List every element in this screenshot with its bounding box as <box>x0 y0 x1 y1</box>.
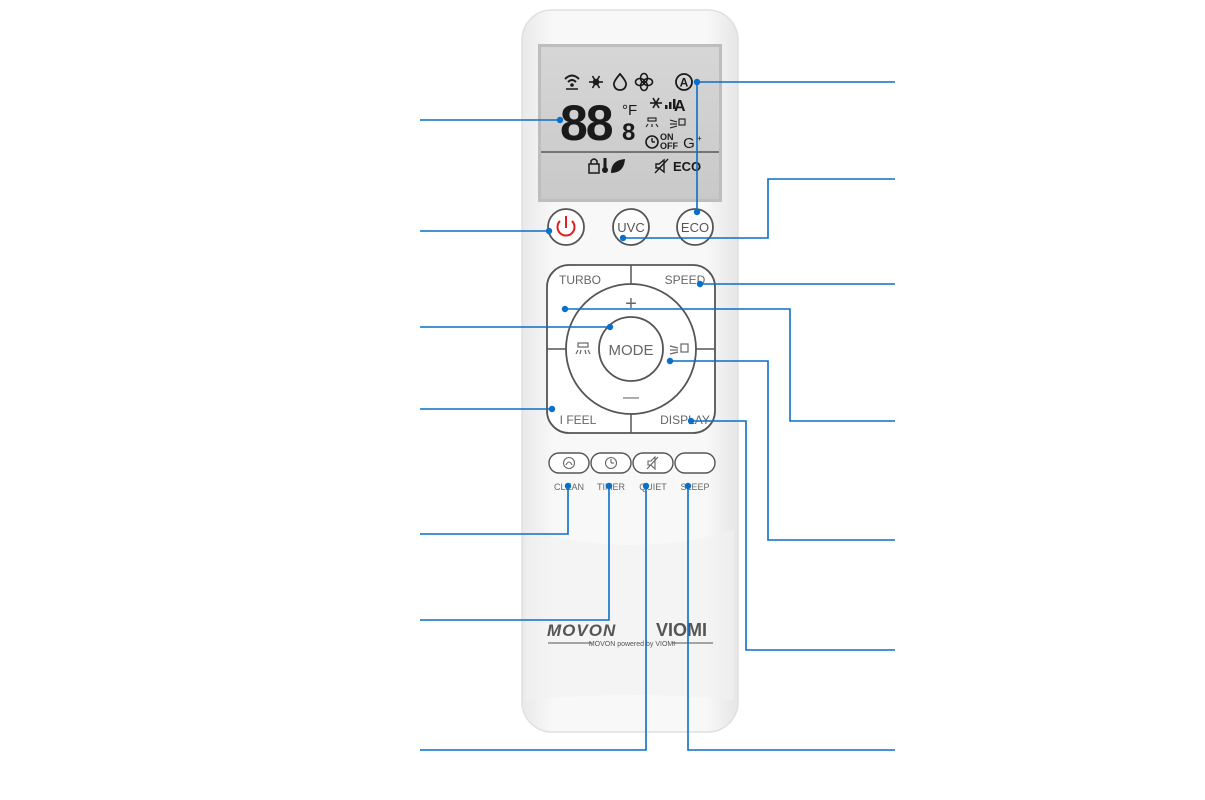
clock-icon <box>604 456 618 470</box>
display-button[interactable]: DISPLAY <box>660 413 710 427</box>
power-icon <box>556 216 576 237</box>
swing-horizontal-button[interactable] <box>669 343 689 355</box>
callout-dots <box>545 78 704 490</box>
swing-vertical-icon <box>577 342 589 348</box>
lcd-digits: 88 <box>560 95 613 151</box>
lcd-temp-unit: °F <box>622 102 637 119</box>
plus-icon: + <box>625 293 637 315</box>
brand-tagline: MOVON powered by VIOMI <box>589 641 675 648</box>
callout-swing <box>670 360 895 541</box>
eco-button[interactable]: ECO <box>676 208 714 246</box>
mute-icon <box>654 158 669 174</box>
lcd-eco: ECO <box>673 159 701 174</box>
auto-mode-icon: A <box>675 73 693 91</box>
uvc-button-label: UVC <box>617 220 644 235</box>
callout-quiet <box>420 486 647 751</box>
swing-vertical-button[interactable] <box>575 342 591 355</box>
swing-vertical-icon <box>645 117 659 128</box>
uvc-button[interactable]: UVC <box>612 208 650 246</box>
temp-down-button[interactable]: — <box>623 389 639 406</box>
clock-icon <box>645 135 659 149</box>
swing-horizontal-icon <box>669 118 686 129</box>
callout-temp <box>565 308 895 422</box>
svg-text:+: + <box>697 134 702 143</box>
drop-icon <box>612 72 628 91</box>
brand-movon: MOVON <box>547 621 616 640</box>
quiet-label: QUIET <box>639 482 667 492</box>
ifeel-button-label: I FEEL <box>560 413 597 427</box>
eco-button-label: ECO <box>681 220 709 235</box>
lcd-timer-on: ON <box>660 132 674 142</box>
turbo-button[interactable]: TURBO <box>559 273 601 287</box>
thermometer-icon <box>602 158 608 173</box>
callout-uvc <box>623 178 895 239</box>
ifeel-button[interactable]: I FEEL <box>560 413 597 427</box>
wifi-icon <box>564 74 580 90</box>
temp-up-button[interactable]: + <box>625 293 637 315</box>
svg-text:A: A <box>680 76 689 90</box>
mode-button[interactable]: MODE <box>598 316 664 382</box>
sleep-label: SLEEP <box>680 482 709 492</box>
minus-icon: — <box>623 389 639 406</box>
leaf-icon <box>611 159 625 173</box>
sleep-button[interactable]: SLEEP <box>674 452 716 492</box>
fan-icon <box>634 72 654 92</box>
callout-timer <box>420 486 610 621</box>
turbo-button-label: TURBO <box>559 273 601 287</box>
callout-lines <box>420 81 895 751</box>
callout-clean <box>420 486 569 535</box>
lcd-decimal-digit: 8 <box>622 119 635 146</box>
quiet-button[interactable]: QUIET <box>632 452 674 492</box>
fan-speed-icon <box>650 97 676 109</box>
speed-button[interactable]: SPEED <box>665 273 706 287</box>
speed-button-label: SPEED <box>665 273 706 287</box>
mute-icon <box>646 455 659 471</box>
lcd-fan-auto: A <box>674 98 686 115</box>
swing-horizontal-icon <box>680 343 689 353</box>
mode-button-label: MODE <box>609 342 654 359</box>
callout-display-button <box>691 420 895 651</box>
snowflake-icon <box>589 75 603 89</box>
g-plus-icon: G + <box>683 134 702 152</box>
clean-icon <box>562 456 576 470</box>
brand-logo: MOVON VIOMI MOVON powered by VIOMI <box>547 620 713 648</box>
lock-icon <box>588 158 600 174</box>
callout-sleep <box>687 486 895 751</box>
brand-viomi: VIOMI <box>656 620 707 640</box>
svg-text:G: G <box>683 135 695 152</box>
display-button-label: DISPLAY <box>660 413 710 427</box>
lcd-display: A 88 8 °F A <box>538 44 722 202</box>
lcd-timer-off: OFF <box>660 141 678 151</box>
power-button[interactable] <box>547 208 585 246</box>
